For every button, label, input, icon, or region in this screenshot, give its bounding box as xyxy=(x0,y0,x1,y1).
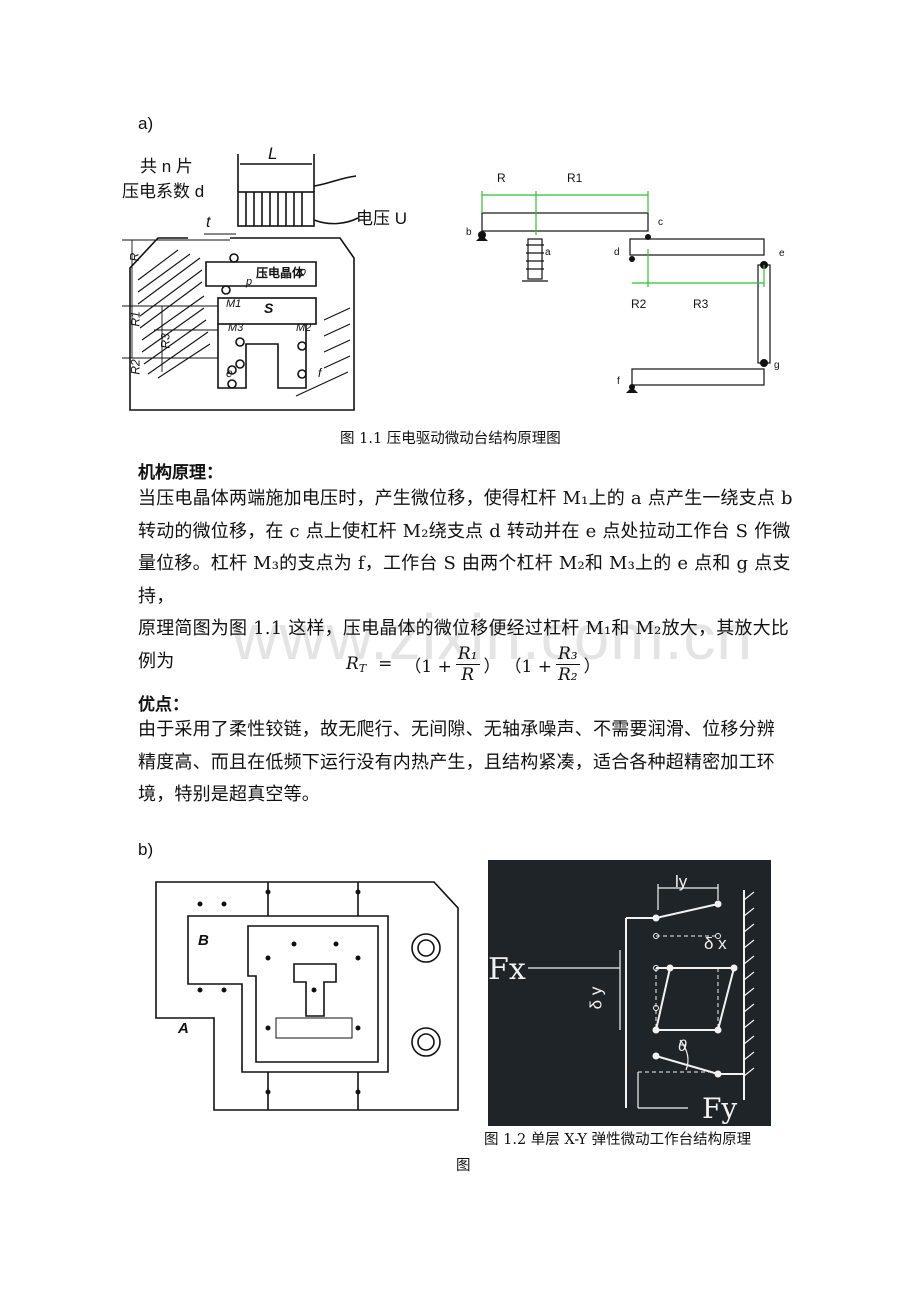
point-e: e xyxy=(779,248,785,259)
point-f: f xyxy=(617,376,620,387)
section-a-label: a) xyxy=(138,114,154,133)
mechanism-line-3: 量位移。杠杆 M₃的支点为 f，工作台 S 由两个杠杆 M₂和 M₃上的 e 点… xyxy=(138,553,791,607)
mechanism-line-4: 原理简图为图 1.1 这样，压电晶体的微位移便经过杠杆 M₁和 M₂放大，其放大… xyxy=(138,618,790,639)
advantages-paragraph: 由于采用了柔性铰链，故无爬行、无间隙、无轴承噪声、不需要润滑、位移分辨 精度高、… xyxy=(138,714,798,812)
piezo-stage-drawing xyxy=(122,154,359,411)
fraction-2-denominator: R₂ xyxy=(557,664,578,685)
lever-schematic xyxy=(476,191,771,393)
dim-L: L xyxy=(268,144,278,163)
figure-1-1-caption: 图 1.1 压电驱动微动台结构原理图 xyxy=(340,431,561,447)
xy-stage-plan xyxy=(155,881,459,1111)
label-p2-left: p xyxy=(300,266,307,278)
label-delta-x: δ x xyxy=(704,934,727,953)
label-R1-right: R1 xyxy=(567,171,583,185)
label-R3-left: R3 xyxy=(158,333,173,349)
label-ly: ly xyxy=(675,872,688,891)
advantages-line-1: 由于采用了柔性铰链，故无爬行、无间隙、无轴承噪声、不需要润滑、位移分辨 xyxy=(138,719,775,740)
formula-lhs: RT xyxy=(346,653,367,675)
section-b-label: b) xyxy=(138,840,154,859)
fraction-1-numerator: R₁ xyxy=(455,643,480,665)
xy-elastic-diagram: ly δ x Fx δ y θ Fy xyxy=(488,860,771,1126)
label-R1-left: R1 xyxy=(128,311,143,327)
mechanism-line-2: 转动的微位移，在 c 点上使杠杆 M₂绕支点 d 转动并在 e 点处拉动工作台 … xyxy=(138,520,791,542)
point-a: a xyxy=(545,247,551,258)
label-voltage: 电压 U xyxy=(356,209,407,228)
label-piece-count: 共 n 片 xyxy=(140,157,193,176)
formula-term1-close: ） xyxy=(483,656,501,677)
mechanism-line-5: 例为 xyxy=(138,650,175,672)
label-d-left: e xyxy=(226,366,233,380)
label-A: A xyxy=(178,1020,189,1037)
label-p1-left: p xyxy=(246,276,253,288)
fraction-1-denominator: R xyxy=(461,664,475,685)
label-M3: M3 xyxy=(228,322,244,334)
label-piezo-coeff: 压电系数 d xyxy=(122,182,205,201)
mechanism-paragraph: 当压电晶体两端施加电压时，产生微位移，使得杠杆 M₁上的 a 点产生一绕支点 b… xyxy=(138,483,798,678)
amplification-formula: RT = （1 + R₁ R ） （1 + R₃ R₂ ） xyxy=(346,640,601,688)
watermark: www.zixin.com.cn xyxy=(232,601,753,673)
label-B: B xyxy=(198,932,209,949)
point-g: g xyxy=(774,360,780,371)
label-crystal: 压电晶体 xyxy=(256,266,305,280)
label-M1: M1 xyxy=(226,298,242,310)
label-R-right: R xyxy=(497,171,506,185)
formula-fraction-2: R₃ R₂ xyxy=(555,643,580,685)
formula-term1-open: （1 + xyxy=(404,656,452,677)
figure-1-2-caption-line-2: 图 xyxy=(456,1158,471,1174)
formula-term2-open: （1 + xyxy=(504,656,552,677)
formula-fraction-1: R₁ R xyxy=(455,643,480,685)
label-Fx: Fx xyxy=(488,952,526,987)
point-c: c xyxy=(658,217,663,228)
point-d: d xyxy=(614,247,620,258)
label-M2: M2 xyxy=(296,322,312,334)
figure-1-2-caption-line-1: 图 1.2 单层 X-Y 弹性微动工作台结构原理 xyxy=(484,1132,752,1148)
point-b: b xyxy=(466,227,472,238)
formula-equals: = xyxy=(378,654,393,674)
label-R2-left: R2 xyxy=(128,359,143,375)
label-delta-y: δ y xyxy=(586,986,606,1010)
advantages-line-2: 精度高、而且在低频下运行没有内热产生，且结构紧凑，适合各种超精密加工环 xyxy=(138,751,775,773)
fraction-2-numerator: R₃ xyxy=(555,643,580,665)
label-f-left: f xyxy=(318,366,322,380)
label-Fy: Fy xyxy=(702,1092,738,1125)
mechanism-heading: 机构原理： xyxy=(138,463,223,483)
formula-term2-close: ） xyxy=(583,656,601,677)
label-R2-right: R2 xyxy=(631,297,647,311)
label-R3-right: R3 xyxy=(693,297,709,311)
advantages-line-3: 境，特别是超真空等。 xyxy=(138,784,320,805)
label-theta: θ xyxy=(678,1038,687,1055)
label-R-left: R xyxy=(127,252,142,262)
mechanism-line-1: 当压电晶体两端施加电压时，产生微位移，使得杠杆 M₁上的 a 点产生一绕支点 b xyxy=(138,488,793,509)
dim-t: t xyxy=(206,214,211,231)
advantages-heading: 优点： xyxy=(138,695,189,715)
label-S: S xyxy=(264,300,274,316)
